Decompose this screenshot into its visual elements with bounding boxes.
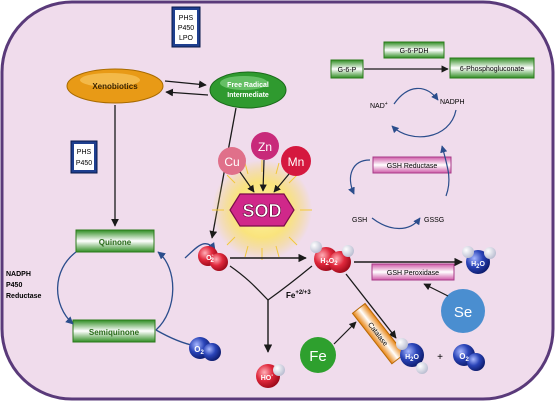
arrow-fenton-right xyxy=(267,265,313,301)
h2o2-label: H2O2 xyxy=(320,258,338,267)
p450-label: P450 xyxy=(6,282,22,289)
h2o-molecule-right: H2O xyxy=(462,246,496,274)
arrow-quinone-to-semiquinone xyxy=(56,251,77,325)
mn-label: Mn xyxy=(288,155,305,169)
fe-label: Fe xyxy=(309,348,327,365)
semiquinone-bar: Semiquinone xyxy=(72,319,156,343)
arrow-fe-to-catalase xyxy=(333,321,357,345)
enzyme-label-p450: P450 xyxy=(178,25,194,32)
zn-ion: Zn xyxy=(251,132,279,160)
zn-label: Zn xyxy=(258,140,272,154)
catalase-bar: Catalase xyxy=(351,302,406,365)
enzyme-label-lpo: LPO xyxy=(179,35,194,42)
h2o-bottom-label: H2O xyxy=(405,354,419,363)
semiquinone-label: Semiquinone xyxy=(89,328,140,337)
hydroxyl-label: HO- xyxy=(261,373,274,382)
o2-left-label: O2 xyxy=(194,345,204,356)
hydroxyl-molecule: HO- xyxy=(256,364,285,388)
nad-label: NAD+ xyxy=(370,101,388,110)
o2-bottom-label: O2 xyxy=(459,352,469,363)
arrow-se-to-peroxidase xyxy=(423,283,449,297)
o2-molecule-left: O2 xyxy=(189,337,221,361)
superoxide-molecule: O-2 xyxy=(198,246,228,271)
quinone-label: Quinone xyxy=(99,238,132,247)
g6p-label: G-6-P xyxy=(338,67,357,74)
arrow-mn-to-sod xyxy=(273,173,290,193)
sod-label: SOD xyxy=(242,201,281,221)
enzyme-left-label-p450: P450 xyxy=(76,160,92,167)
sod-enzyme: SOD xyxy=(229,193,295,227)
mn-ion: Mn xyxy=(281,146,311,176)
o2-molecule-bottom: O2 xyxy=(453,344,485,371)
cu-ion: Cu xyxy=(218,147,246,175)
arrow-h2o2-to-catalase xyxy=(345,273,397,339)
reductase-label: Reductase xyxy=(6,293,42,300)
gssg-label: GSSG xyxy=(424,217,444,224)
enzyme-box-phs-p450: PHS P450 xyxy=(70,140,98,174)
g6pdh-label: G-6-PDH xyxy=(400,48,429,55)
quinone-bar: Quinone xyxy=(75,229,155,253)
se-ion: Se xyxy=(441,289,485,333)
arrow-xeno-to-radical xyxy=(164,80,207,89)
enzyme-box-phs-p450-lpo: PHS P450 LPO xyxy=(171,6,201,48)
arrow-zn-to-sod xyxy=(259,159,267,192)
free-radical-label-2: Intermediate xyxy=(227,92,269,99)
phosphogluconate-label: 6-Phosphogluconate xyxy=(460,66,524,73)
enzyme-left-label-phs: PHS xyxy=(77,149,92,156)
arrow-radical-to-xeno xyxy=(165,88,209,97)
gsh-label: GSH xyxy=(352,217,367,224)
arrow-fenton-left xyxy=(229,265,269,301)
h2o-right-label: H2O xyxy=(471,261,485,270)
nadph-label: NADPH xyxy=(6,271,31,278)
arrow-reductase-to-gsh xyxy=(348,159,371,195)
enzyme-label-phs: PHS xyxy=(179,15,194,22)
arrow-nadph-cycle xyxy=(391,109,457,138)
nadph-right-label: NADPH xyxy=(440,99,465,106)
arrow-cu-to-sod xyxy=(239,171,255,193)
arrow-gssg-to-reductase xyxy=(440,145,450,197)
fenton-label: Fe+2/+3 xyxy=(286,290,311,300)
free-radical-node: Free Radical Intermediate xyxy=(209,71,287,109)
h2o-molecule-bottom: H2O xyxy=(396,338,428,374)
gsh-reductase-label: GSH Reductase xyxy=(387,163,438,170)
arrow-gsh-to-gssg xyxy=(371,217,421,230)
arrow-semiquinone-to-quinone xyxy=(155,251,174,331)
gsh-peroxidase-label: GSH Peroxidase xyxy=(387,270,439,277)
g6pdh-box: G-6-PDH xyxy=(383,41,445,59)
plus-sign: + xyxy=(437,352,443,363)
phosphogluconate-box: 6-Phosphogluconate xyxy=(449,57,535,79)
superoxide-label: O-2 xyxy=(206,253,214,264)
h2o2-molecule: H2O2 xyxy=(310,241,354,273)
fe-ion: Fe xyxy=(300,337,336,373)
se-label: Se xyxy=(454,304,472,321)
xenobiotics-node: Xenobiotics xyxy=(66,68,164,104)
gsh-reductase-bar: GSH Reductase xyxy=(372,156,452,174)
free-radical-label-1: Free Radical xyxy=(227,82,269,89)
xenobiotics-label: Xenobiotics xyxy=(92,82,138,91)
arrow-nad-to-nadph xyxy=(393,87,439,105)
g6p-box: G-6-P xyxy=(330,59,364,79)
gsh-peroxidase-bar: GSH Peroxidase xyxy=(371,263,455,281)
cu-label: Cu xyxy=(224,155,239,169)
